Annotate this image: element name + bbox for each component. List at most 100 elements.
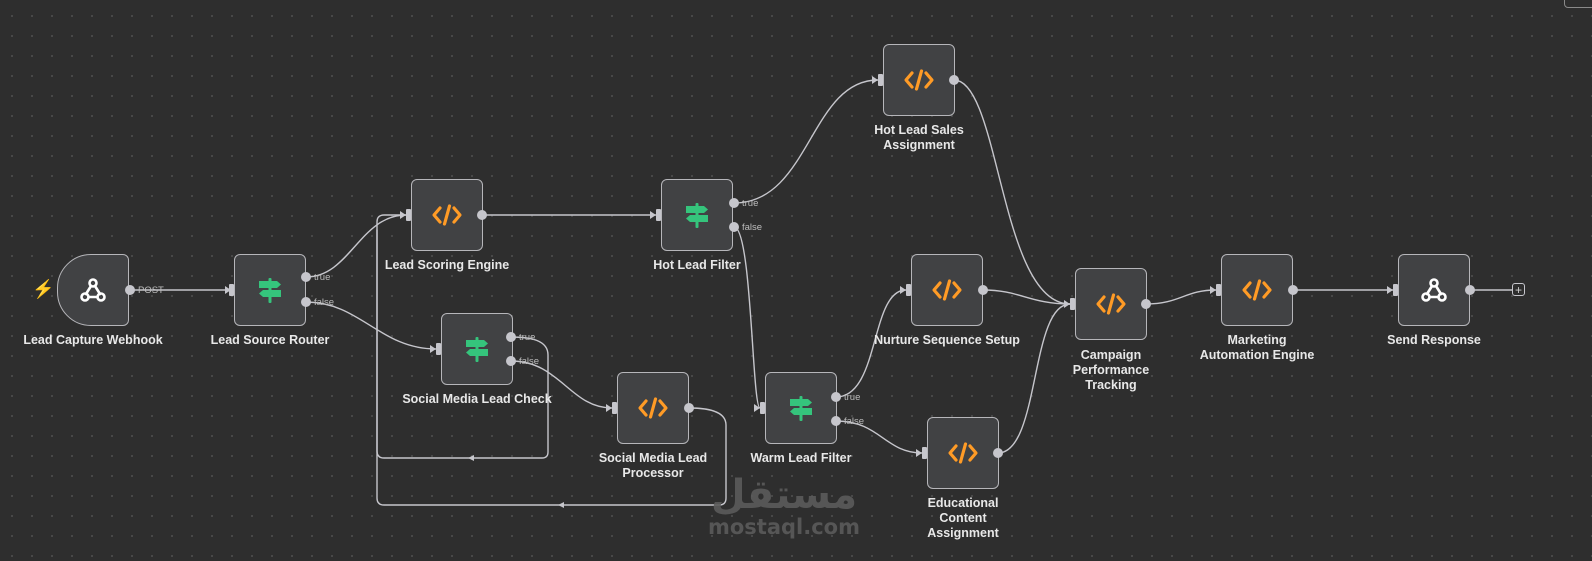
input-handle[interactable] — [1216, 284, 1221, 296]
node-campaign-performance-tracking[interactable] — [1075, 268, 1147, 340]
output-handle[interactable] — [684, 403, 694, 413]
output-handle[interactable] — [949, 75, 959, 85]
connection-nurture-campaign — [982, 289, 1071, 305]
output-handle[interactable] — [978, 285, 988, 295]
node-educational-content-assignment[interactable] — [927, 417, 999, 489]
output-handle[interactable] — [1141, 299, 1151, 309]
port-label-post: POST — [138, 285, 164, 296]
node-label: Campaign Performance Tracking — [1072, 348, 1150, 392]
node-send-response[interactable] — [1398, 254, 1470, 326]
port-label-false: false — [844, 416, 865, 427]
code-icon — [429, 197, 465, 233]
node-lead-scoring-engine[interactable] — [411, 179, 483, 251]
connection-educational-campaign — [997, 303, 1071, 454]
arrowhead — [650, 211, 656, 219]
code-icon — [1239, 272, 1275, 308]
input-handle[interactable] — [906, 284, 911, 296]
input-handle[interactable] — [1393, 284, 1398, 296]
signpost-icon — [679, 197, 715, 233]
arrowhead — [225, 286, 231, 294]
code-icon — [635, 390, 671, 426]
arrowhead — [558, 502, 564, 508]
output-handle-false[interactable] — [729, 222, 739, 232]
input-handle[interactable] — [406, 209, 411, 221]
input-handle[interactable] — [436, 343, 441, 355]
code-icon — [945, 435, 981, 471]
arrowhead — [872, 76, 878, 84]
arrowhead — [754, 404, 760, 412]
connection-socialcheck-false-processor — [510, 360, 613, 409]
node-hot-lead-sales-assignment[interactable] — [883, 44, 955, 116]
add-node-button[interactable]: + — [1512, 283, 1525, 296]
node-label: Social Media Lead Check — [402, 392, 552, 406]
output-handle-false[interactable] — [301, 297, 311, 307]
node-label: Lead Source Router — [210, 333, 330, 347]
connection-socialcheck-true-loopback — [376, 214, 549, 459]
node-label: Marketing Automation Engine — [1199, 333, 1315, 362]
node-label: Lead Capture Webhook — [23, 333, 163, 347]
signpost-icon — [783, 390, 819, 426]
connection-hotfilter-true-hotsales — [733, 79, 879, 204]
input-handle[interactable] — [229, 284, 234, 296]
input-handle[interactable] — [656, 209, 661, 221]
node-label: Social Media Lead Processor — [598, 451, 708, 480]
signpost-icon — [459, 331, 495, 367]
input-handle[interactable] — [760, 402, 765, 414]
port-label-true: true — [742, 198, 759, 209]
output-handle-true[interactable] — [301, 272, 311, 282]
port-label-false: false — [519, 356, 540, 367]
arrowhead — [430, 345, 436, 353]
node-social-media-lead-check[interactable] — [441, 313, 513, 385]
input-handle[interactable] — [1070, 298, 1075, 310]
signpost-icon — [252, 272, 288, 308]
node-hot-lead-filter[interactable] — [661, 179, 733, 251]
arrowhead — [1387, 286, 1393, 294]
trigger-bolt-icon: ⚡ — [32, 279, 55, 299]
arrowhead — [1210, 286, 1216, 294]
connection-hotsales-campaign — [953, 79, 1071, 305]
node-warm-lead-filter[interactable] — [765, 372, 837, 444]
output-handle-true[interactable] — [729, 198, 739, 208]
node-label: Educational Content Assignment — [927, 496, 999, 540]
node-label: Hot Lead Sales Assignment — [874, 123, 964, 152]
output-handle-true[interactable] — [506, 332, 516, 342]
watermark-arabic: مستقل — [710, 472, 858, 518]
arrowhead — [468, 455, 474, 461]
output-handle-false[interactable] — [506, 356, 516, 366]
node-label: Warm Lead Filter — [750, 451, 852, 465]
input-handle[interactable] — [612, 402, 617, 414]
code-icon — [901, 62, 937, 98]
port-label-true: true — [314, 272, 331, 283]
port-label-true: true — [844, 392, 861, 403]
input-handle[interactable] — [878, 74, 883, 86]
webhook-icon — [1416, 272, 1452, 308]
node-marketing-automation-engine[interactable] — [1221, 254, 1293, 326]
output-handle[interactable] — [477, 210, 487, 220]
node-lead-capture-webhook[interactable] — [57, 254, 129, 326]
output-handle[interactable] — [993, 448, 1003, 458]
output-handle[interactable] — [1288, 285, 1298, 295]
watermark-latin: mostaql.com — [708, 515, 860, 539]
code-icon — [1093, 286, 1129, 322]
input-handle[interactable] — [922, 447, 927, 459]
output-handle-false[interactable] — [831, 416, 841, 426]
webhook-icon — [75, 272, 111, 308]
connection-warmfilter-false-educational — [835, 420, 923, 454]
connection-campaign-marketing — [1145, 289, 1217, 305]
node-social-media-lead-processor[interactable] — [617, 372, 689, 444]
code-icon — [929, 272, 965, 308]
output-handle[interactable] — [125, 285, 135, 295]
node-nurture-sequence-setup[interactable] — [911, 254, 983, 326]
port-label-false: false — [742, 222, 763, 233]
connection-processor-loopback — [376, 229, 727, 506]
watermark-logo: مستقل mostaql.com — [708, 474, 860, 538]
output-handle-true[interactable] — [831, 392, 841, 402]
arrowhead — [916, 449, 922, 457]
output-handle[interactable] — [1465, 285, 1475, 295]
connection-router-true-scoring — [305, 214, 407, 278]
arrowhead — [1064, 300, 1070, 308]
canvas-corner-control[interactable] — [1564, 0, 1592, 8]
node-lead-source-router[interactable] — [234, 254, 306, 326]
